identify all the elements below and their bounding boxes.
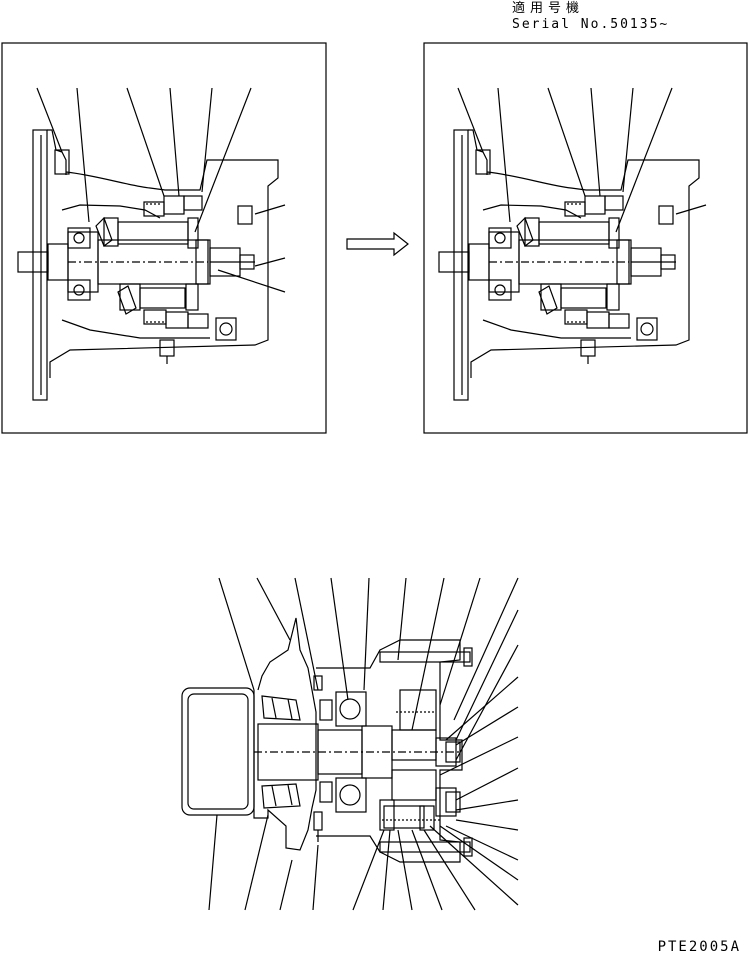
leader-line [217,269,286,293]
leader-line [254,257,286,267]
applicable-machines-title: 適用号機 [512,1,585,16]
panel-after-frame [423,42,748,434]
serial-number-label: Serial No.50135~ [512,17,670,32]
panel-before [1,42,327,434]
motor-assembly-before [17,87,286,401]
panel-after [423,42,748,434]
figure-code: PTE2005A [657,939,741,955]
cross-section-drawing [181,577,519,911]
arrow-right-icon [346,231,409,257]
panel-before-frame [1,42,327,434]
motor-assembly-after [438,87,707,401]
